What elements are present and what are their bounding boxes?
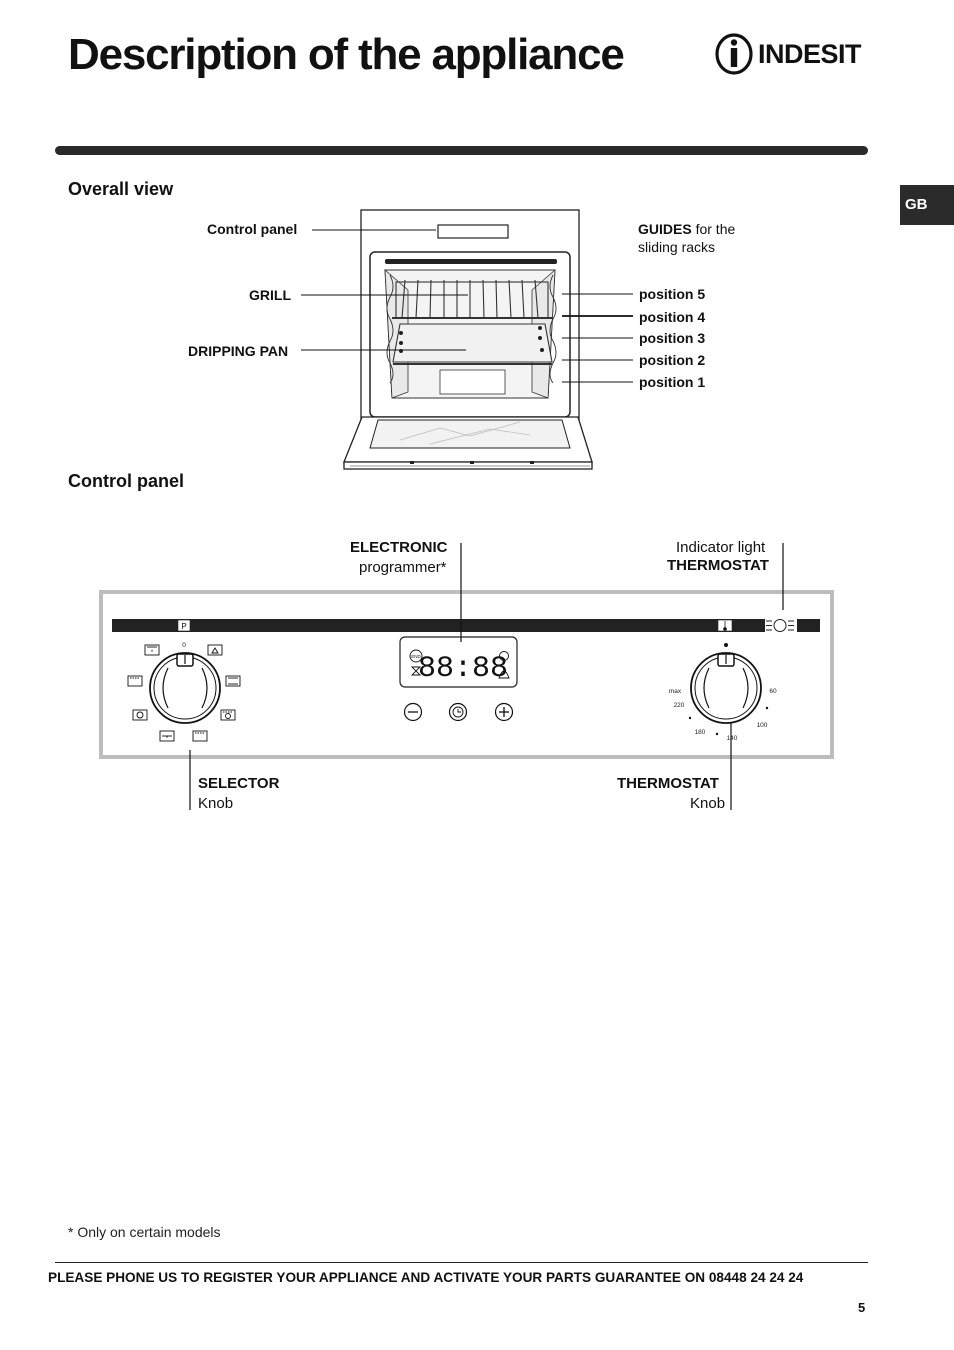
overall-view-heading: Overall view (68, 179, 174, 199)
thermometer-icon (723, 621, 727, 631)
footer-divider (55, 1262, 868, 1263)
label-dripping-pan: DRIPPING PAN (188, 343, 289, 359)
grill-icon (192, 730, 208, 742)
label-programmer: programmer* (359, 559, 447, 576)
label-position-2: position 2 (639, 352, 706, 368)
label-control-panel: Control panel (207, 221, 298, 237)
fan-grill-icon: * (144, 644, 160, 656)
brand-name: INDESIT (758, 38, 862, 69)
oven-diagram (301, 209, 633, 470)
dripping-pan (392, 323, 553, 365)
label-position-5: position 5 (639, 286, 706, 302)
label-thermostat-knob: Knob (690, 795, 726, 812)
page-title: Description of the appliance (68, 30, 625, 79)
label-guides-rest: for the (691, 221, 736, 237)
header-divider (55, 146, 868, 155)
svg-text:*: * (151, 650, 154, 656)
thermostat-label-140: 140 (727, 735, 738, 742)
bottom-fan-icon: * (159, 730, 175, 742)
label-guides-line2: sliding racks (638, 239, 716, 255)
label-guides-bold: GUIDES (638, 221, 692, 237)
fan-icon (132, 709, 148, 721)
control-panel-diagram: P 0 * * END (99, 543, 834, 810)
label-grill: GRILL (249, 287, 291, 303)
thermostat-knob[interactable] (690, 652, 762, 724)
selector-zero-label: 0 (182, 642, 186, 649)
minus-button[interactable] (403, 702, 423, 722)
language-tab: GB (900, 185, 954, 225)
thermostat-label-220: 220 (674, 702, 685, 709)
svg-text:*: * (166, 736, 168, 742)
clock-button[interactable] (448, 702, 468, 722)
label-selector-knob: Knob (198, 795, 234, 812)
brand-logo: INDESIT (714, 32, 862, 76)
label-position-3: position 3 (639, 330, 706, 346)
thermostat-label-max: max (669, 688, 682, 695)
thermostat-label-60: 60 (769, 688, 777, 695)
programmer-digits: 88:88 (418, 652, 508, 686)
selector-knob[interactable] (149, 652, 221, 724)
top-heat-icon (127, 675, 143, 687)
grill-fan-icon (220, 709, 236, 721)
label-position-4: position 4 (639, 309, 706, 325)
svg-text:END: END (411, 654, 421, 659)
label-indicator-thermostat: THERMOSTAT (667, 557, 769, 574)
label-thermostat: THERMOSTAT (617, 775, 719, 792)
label-position-1: position 1 (639, 374, 706, 390)
footnote: * Only on certain models (68, 1224, 221, 1240)
conventional-icon (225, 675, 241, 687)
strip-p-label: P (181, 622, 186, 631)
control-panel-heading: Control panel (68, 471, 184, 491)
label-selector: SELECTOR (198, 775, 280, 792)
footer-register-text: PLEASE PHONE US TO REGISTER YOUR APPLIAN… (48, 1270, 804, 1285)
thermostat-label-100: 100 (757, 722, 768, 729)
label-indicator-light: Indicator light (676, 539, 766, 556)
label-guides: GUIDES for the (638, 221, 735, 237)
page-number: 5 (858, 1300, 866, 1315)
grill-rack (392, 279, 552, 319)
label-electronic: ELECTRONIC (350, 539, 448, 556)
indicator-light-icon (765, 619, 797, 632)
thermostat-label-180: 180 (695, 729, 706, 736)
defrost-icon (207, 644, 223, 656)
plus-button[interactable] (494, 702, 514, 722)
indesit-i-logo-icon (715, 33, 753, 75)
programmer-display: END 88:88 (399, 636, 518, 688)
